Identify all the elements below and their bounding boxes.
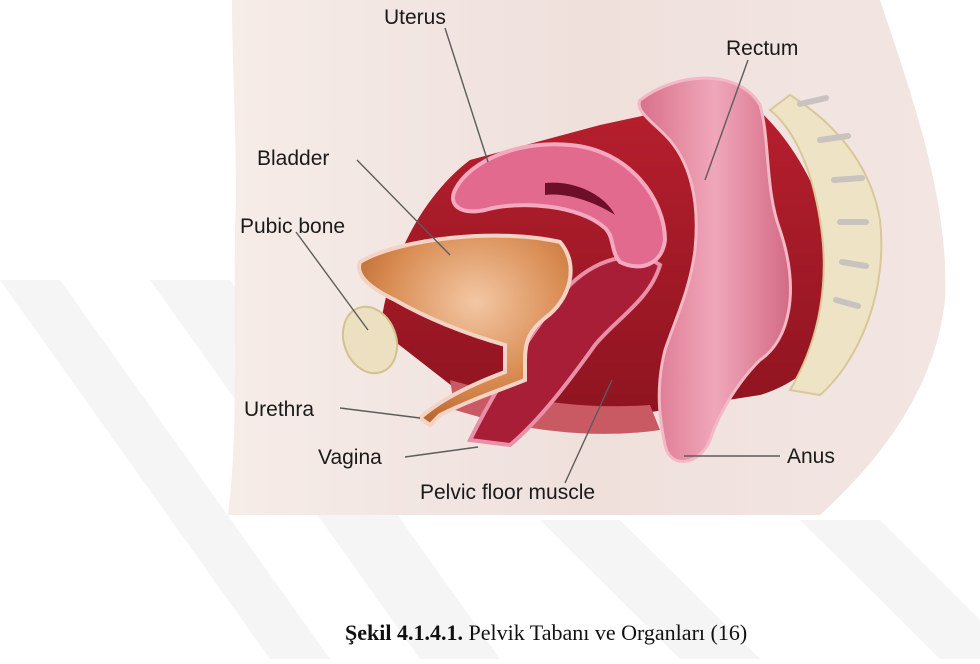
label-pubic-bone: Pubic bone xyxy=(240,216,345,237)
label-pelvic-floor-muscle: Pelvic floor muscle xyxy=(420,482,595,503)
label-anus: Anus xyxy=(787,446,835,467)
label-rectum: Rectum xyxy=(726,38,798,59)
label-uterus: Uterus xyxy=(384,7,446,28)
label-bladder: Bladder xyxy=(257,148,329,169)
label-vagina: Vagina xyxy=(318,447,382,468)
figure-caption: Şekil 4.1.4.1. Pelvik Tabanı ve Organlar… xyxy=(345,620,747,646)
caption-text: Pelvik Tabanı ve Organları (16) xyxy=(463,620,747,645)
label-urethra: Urethra xyxy=(244,399,314,420)
caption-number: Şekil 4.1.4.1. xyxy=(345,620,463,645)
